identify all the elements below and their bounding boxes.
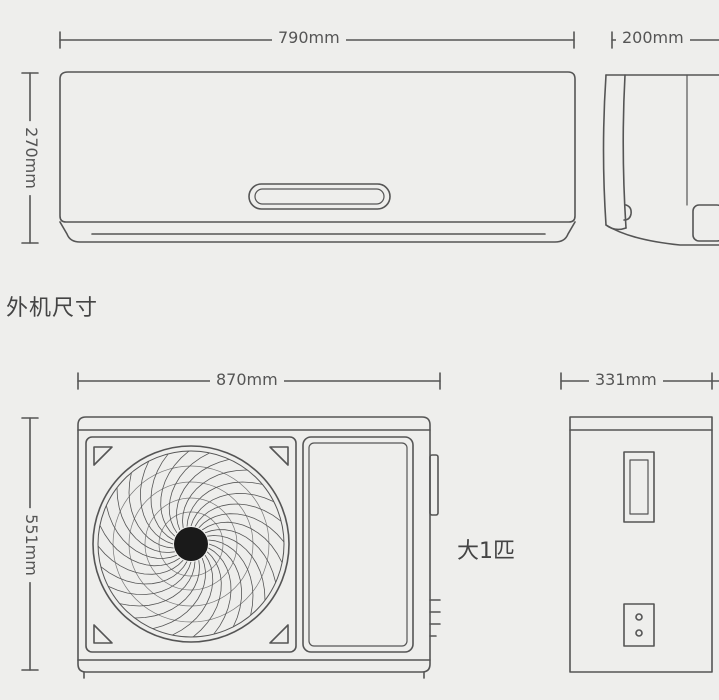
- outdoor-side-handle: [623, 451, 655, 523]
- outdoor-unit-front: [21, 372, 441, 679]
- outdoor-side-panel: [302, 436, 414, 653]
- fan-icon: [92, 445, 290, 643]
- indoor-unit-side: [602, 31, 719, 246]
- indoor-side-body: [602, 74, 719, 246]
- outdoor-side-body: [569, 416, 713, 673]
- outdoor-unit-body: [77, 416, 431, 673]
- indoor-unit-bottom: [59, 221, 576, 243]
- outdoor-unit-side: [560, 372, 719, 673]
- capacity-label: 大1匹: [457, 539, 515, 564]
- outdoor-depth-label: 331mm: [589, 370, 663, 390]
- outdoor-side-valve-plate: [623, 603, 655, 647]
- indoor-width-label: 790mm: [272, 28, 346, 48]
- outdoor-height-label: 551mm: [20, 508, 41, 582]
- outdoor-section-title: 外机尺寸: [6, 296, 99, 321]
- indoor-unit-front: [21, 31, 576, 244]
- indoor-display-slot: [248, 183, 391, 210]
- fan-grille-frame: [85, 436, 297, 653]
- indoor-height-label: 270mm: [20, 121, 41, 195]
- outdoor-width-label: 870mm: [210, 370, 284, 390]
- indoor-unit-body: [59, 71, 576, 223]
- indoor-depth-label: 200mm: [616, 28, 690, 48]
- indoor-side-outlet: [692, 204, 719, 242]
